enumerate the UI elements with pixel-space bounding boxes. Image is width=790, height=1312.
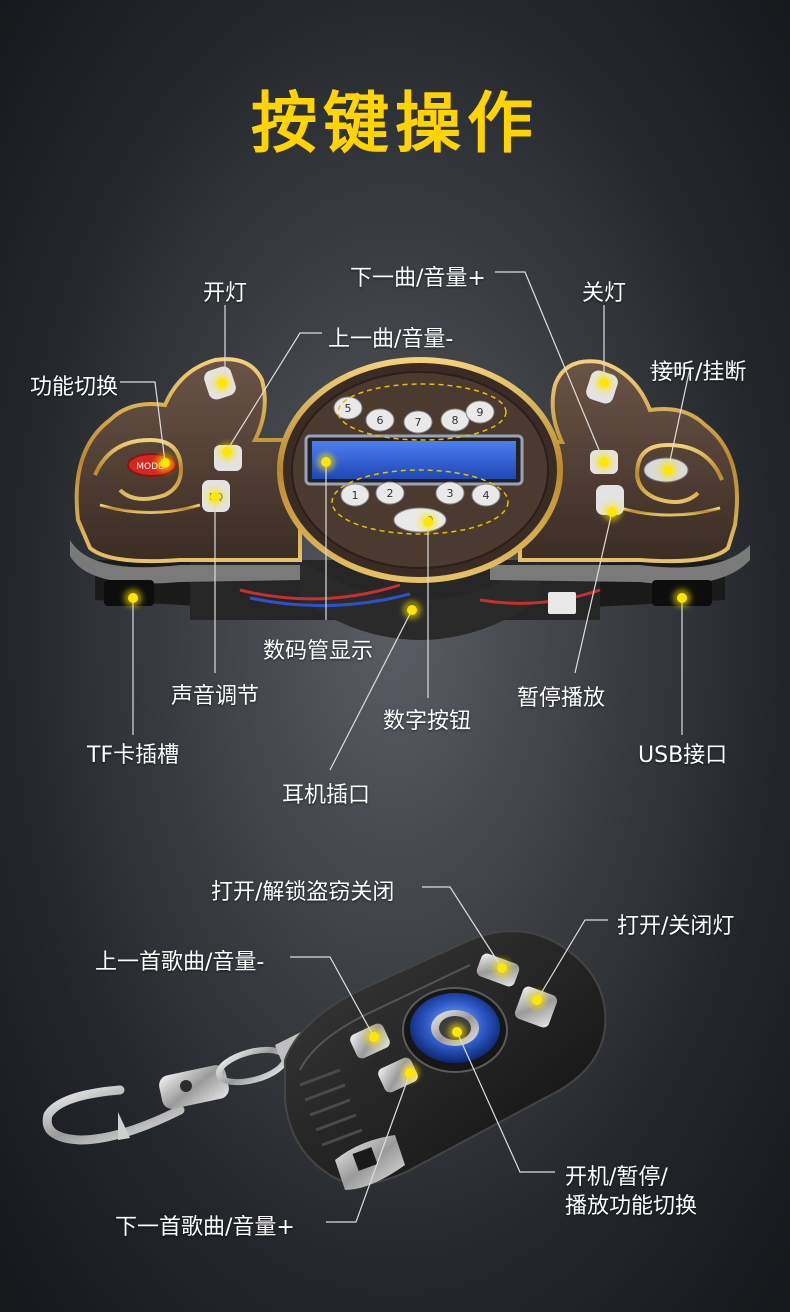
digit-7-label: 7 xyxy=(415,416,422,429)
label-display: 数码管显示 xyxy=(263,639,374,664)
label-next-track: 下一曲/音量+ xyxy=(350,266,486,291)
label-answer-hangup: 接听/挂断 xyxy=(651,360,747,385)
label-earphone-jack: 耳机插口 xyxy=(282,783,371,808)
control-panel: 5 6 7 8 9 1 2 3 4 0 EQ MODE xyxy=(70,357,750,640)
label-light-toggle: 打开/关闭灯 xyxy=(617,914,735,939)
label-sound-adjust: 声音调节 xyxy=(171,684,260,709)
label-light-off: 关灯 xyxy=(582,281,627,306)
digit-9-label: 9 xyxy=(477,406,484,419)
label-usb-port: USB接口 xyxy=(638,743,728,768)
mode-key-label: MODE xyxy=(136,462,164,472)
label-next-song: 下一首歌曲/音量+ xyxy=(115,1215,295,1240)
label-prev-song: 上一首歌曲/音量- xyxy=(95,950,265,975)
label-number-buttons: 数字按钮 xyxy=(383,709,472,734)
digit-keys-top: 5 6 7 8 9 xyxy=(333,396,495,434)
lcd-display xyxy=(312,441,516,479)
digit-8-label: 8 xyxy=(452,414,459,427)
label-unlock: 打开/解锁盗窃关闭 xyxy=(211,880,395,905)
digit-5-label: 5 xyxy=(345,402,352,415)
label-power-pause-line2: 播放功能切换 xyxy=(565,1194,698,1219)
remote-leader-lines xyxy=(290,886,608,1223)
digit-3-label: 3 xyxy=(447,487,454,500)
label-light-on: 开灯 xyxy=(203,281,248,306)
digit-4-label: 4 xyxy=(483,489,490,502)
remote-fob xyxy=(42,930,607,1190)
digit-6-label: 6 xyxy=(377,414,384,427)
label-function-switch: 功能切换 xyxy=(30,375,119,400)
page-title: 按键操作 xyxy=(251,85,539,162)
label-pause-play: 暂停播放 xyxy=(517,686,606,711)
digit-2-label: 2 xyxy=(387,487,394,500)
panel-markers xyxy=(124,374,691,619)
digit-1-label: 1 xyxy=(352,489,359,502)
remote-markers xyxy=(365,959,546,1082)
label-power-pause-line1: 开机/暂停/ xyxy=(565,1165,668,1190)
panel-leader-lines xyxy=(120,271,691,771)
label-prev-track: 上一曲/音量- xyxy=(328,327,454,352)
label-tf-slot: TF卡插槽 xyxy=(87,743,180,768)
